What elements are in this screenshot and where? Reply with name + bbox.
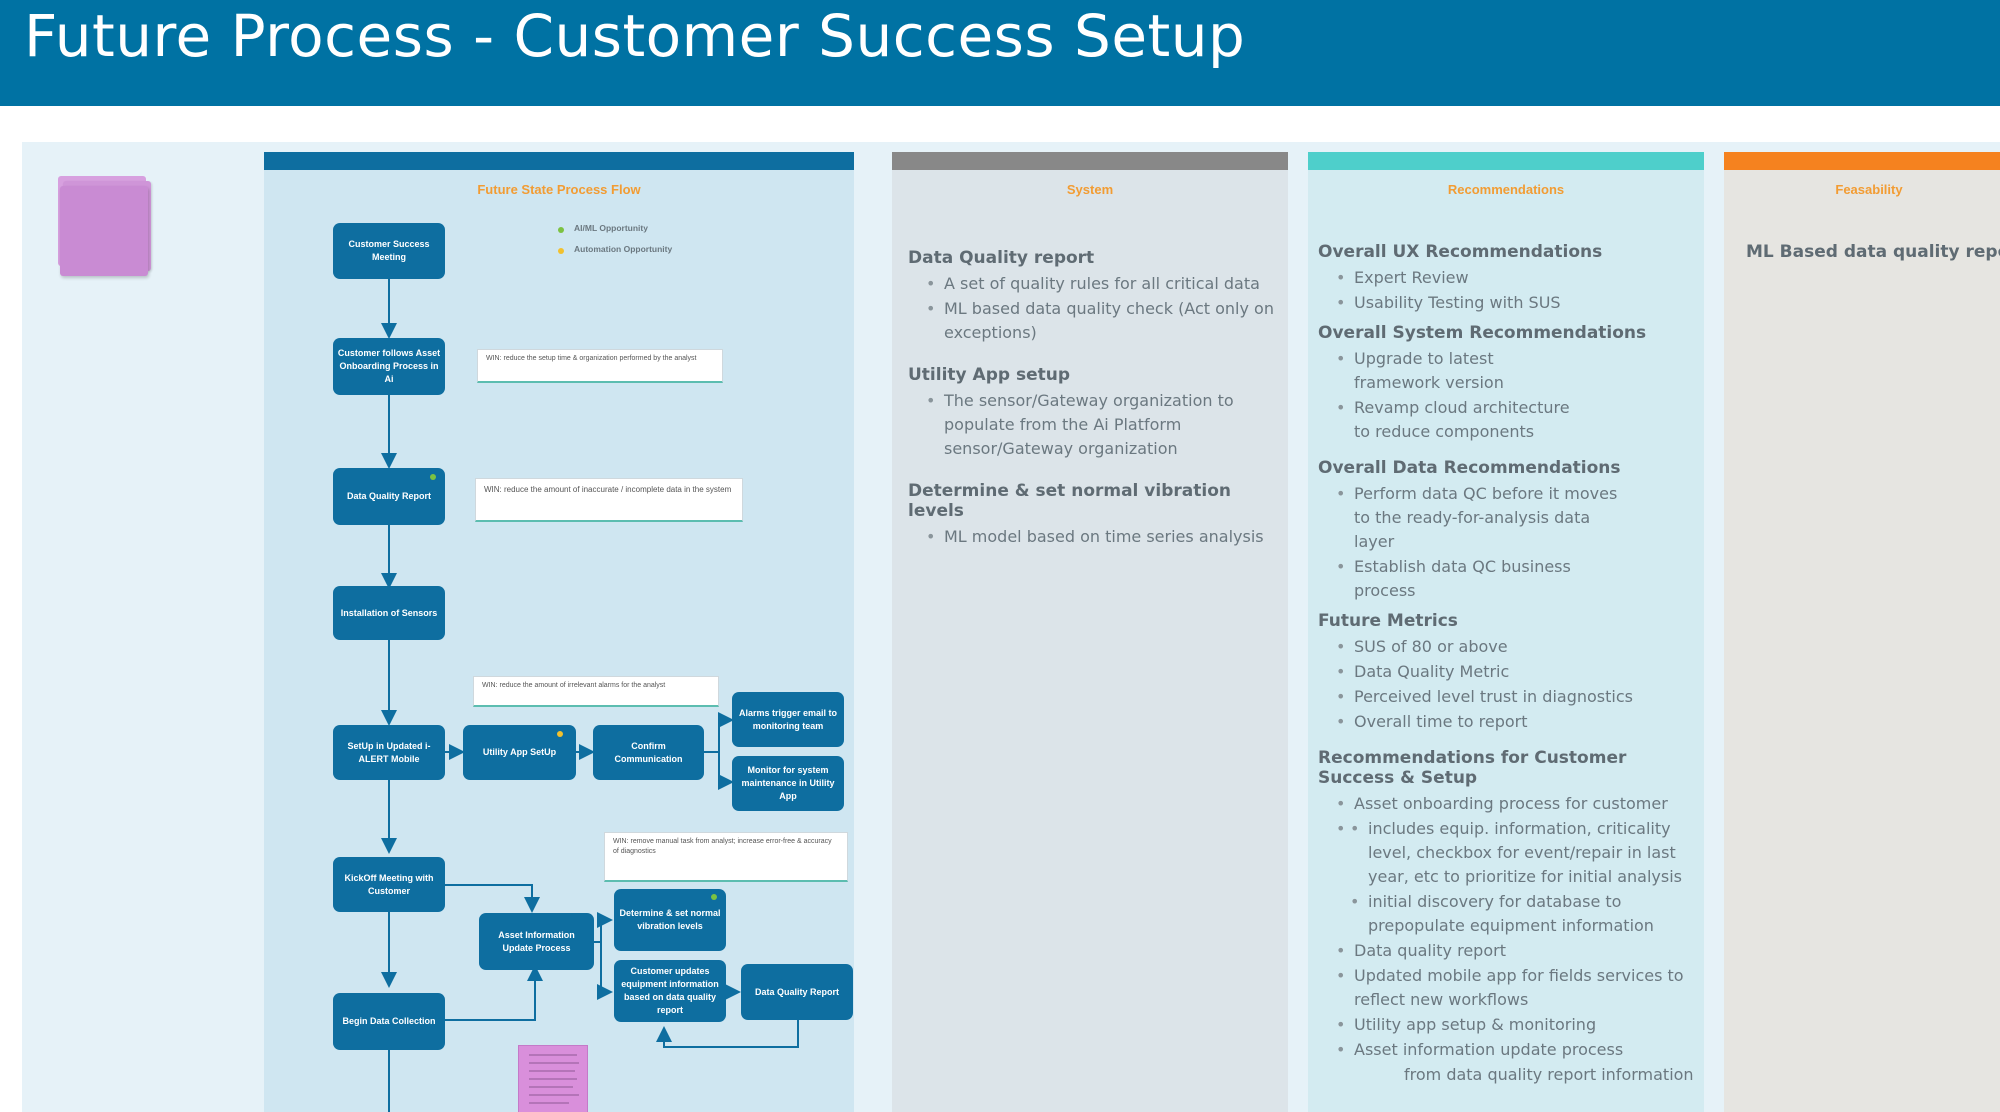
rec-item: Asset information update process	[1318, 1038, 1704, 1062]
system-content: Data Quality report A set of quality rul…	[908, 248, 1278, 569]
column-bar-recommendations	[1308, 152, 1704, 170]
ai-ml-opportunity-dot	[558, 227, 564, 233]
system-item: The sensor/Gateway organization to popul…	[908, 389, 1278, 461]
flow-sticky-note[interactable]	[518, 1045, 588, 1112]
node-begin-data-collection[interactable]: Begin Data Collection	[333, 993, 445, 1050]
rec-item: Updated mobile app for fields services t…	[1318, 964, 1704, 1012]
ai-ml-marker-2	[711, 894, 717, 900]
win-note-manual-task[interactable]: WIN: remove manual task from analyst; in…	[604, 832, 848, 882]
page-title: Future Process - Customer Success Setup	[24, 2, 1246, 70]
rec-heading-ux: Overall UX Recommendations	[1318, 242, 1603, 262]
rec-item: Perceived level trust in diagnostics	[1318, 685, 1704, 709]
column-title-system: System	[1066, 182, 1114, 197]
feasibility-item: ML Based data quality report	[1746, 242, 2000, 262]
node-data-quality-report[interactable]: Data Quality Report	[333, 468, 445, 525]
rec-sublist-wrapper: includes equip. information, criticality…	[1318, 817, 1704, 938]
column-title-recommendations: Recommendations	[1447, 182, 1565, 197]
win-note-setup-time[interactable]: WIN: reduce the setup time & organizatio…	[477, 349, 723, 383]
node-asset-information-update[interactable]: Asset Information Update Process	[479, 913, 594, 970]
sticky-note-scribble	[529, 1054, 579, 1104]
rec-subitem: includes equip. information, criticality…	[1318, 817, 1704, 889]
column-system: System Data Quality report A set of qual…	[892, 152, 1288, 1112]
legend-automation: Automation Opportunity	[574, 244, 673, 254]
system-heading-vibration: Determine & set normal vibration levels	[908, 481, 1231, 521]
column-bar-feasibility	[1724, 152, 2000, 170]
node-data-quality-report-2[interactable]: Data Quality Report	[741, 964, 853, 1020]
node-determine-vibration-levels[interactable]: Determine & set normal vibration levels	[614, 889, 726, 951]
rec-item: Utility app setup & monitoring	[1318, 1013, 1704, 1037]
rec-heading-future-metrics: Future Metrics	[1318, 611, 1458, 631]
node-setup-ialert-mobile[interactable]: SetUp in Updated i-ALERT Mobile	[333, 725, 445, 780]
node-kickoff-meeting[interactable]: KickOff Meeting with Customer	[333, 857, 445, 912]
rec-heading-data: Overall Data Recommendations	[1318, 458, 1621, 478]
node-monitor-system-maintenance[interactable]: Monitor for system maintenance in Utilit…	[732, 756, 844, 811]
rec-subitem: initial discovery for database to prepop…	[1318, 890, 1704, 938]
column-feasibility: Feasability ML Based data quality report	[1724, 152, 2000, 1112]
rec-item: Data quality report	[1318, 939, 1704, 963]
column-recommendations: Recommendations Overall UX Recommendatio…	[1308, 152, 1704, 1112]
ai-ml-marker	[430, 474, 436, 480]
win-note-irrelevant-alarms[interactable]: WIN: reduce the amount of irrelevant ala…	[473, 676, 719, 707]
feasibility-content: ML Based data quality report	[1746, 242, 2000, 266]
legend-ai-ml: AI/ML Opportunity	[574, 223, 648, 233]
system-heading-data-quality: Data Quality report	[908, 248, 1095, 268]
automation-marker	[557, 731, 563, 737]
rec-item: Establish data QC business process	[1318, 555, 1618, 603]
rec-item: Usability Testing with SUS	[1318, 291, 1704, 315]
rec-item: Perform data QC before it moves to the r…	[1318, 482, 1618, 554]
automation-opportunity-dot	[558, 248, 564, 254]
win-note-inaccurate-data[interactable]: WIN: reduce the amount of inaccurate / i…	[475, 478, 743, 522]
system-item: ML model based on time series analysis	[908, 525, 1278, 549]
rec-item: Data Quality Metric	[1318, 660, 1704, 684]
node-confirm-communication[interactable]: Confirm Communication	[593, 725, 704, 780]
node-installation-of-sensors[interactable]: Installation of Sensors	[333, 586, 445, 640]
node-asset-onboarding[interactable]: Customer follows Asset Onboarding Proces…	[333, 338, 445, 395]
rec-item: Revamp cloud architecture to reduce comp…	[1318, 396, 1578, 444]
node-customer-updates-equipment[interactable]: Customer updates equipment information b…	[614, 960, 726, 1022]
node-alarms-trigger-email[interactable]: Alarms trigger email to monitoring team	[732, 692, 844, 747]
column-bar-flow	[264, 152, 854, 170]
page-header: Future Process - Customer Success Setup	[0, 0, 2000, 106]
system-item: A set of quality rules for all critical …	[908, 272, 1278, 296]
rec-item: Upgrade to latest framework version	[1318, 347, 1578, 395]
rec-item: Asset onboarding process for customer	[1318, 792, 1704, 816]
flow-connectors	[381, 279, 799, 1112]
column-bar-system	[892, 152, 1288, 170]
rec-item: Overall time to report	[1318, 710, 1704, 734]
recommendations-content: Overall UX Recommendations Expert Review…	[1318, 242, 1704, 1095]
rec-heading-customer-success: Recommendations for Customer Success & S…	[1318, 748, 1627, 788]
rec-heading-system: Overall System Recommendations	[1318, 323, 1647, 343]
rec-item: SUS of 80 or above	[1318, 635, 1704, 659]
column-title-flow: Future State Process Flow	[477, 182, 641, 197]
system-item: ML based data quality check (Act only on…	[908, 297, 1278, 345]
column-future-state-flow: Future State Process Flow	[264, 152, 854, 1112]
system-heading-utility-app: Utility App setup	[908, 365, 1070, 385]
node-customer-success-meeting[interactable]: Customer Success Meeting	[333, 223, 445, 279]
rec-item: Expert Review	[1318, 266, 1704, 290]
sticky-note-front	[60, 186, 148, 276]
column-title-feasibility: Feasability	[1835, 182, 1903, 197]
rec-trailing-text: from data quality report information	[1404, 1065, 1694, 1084]
